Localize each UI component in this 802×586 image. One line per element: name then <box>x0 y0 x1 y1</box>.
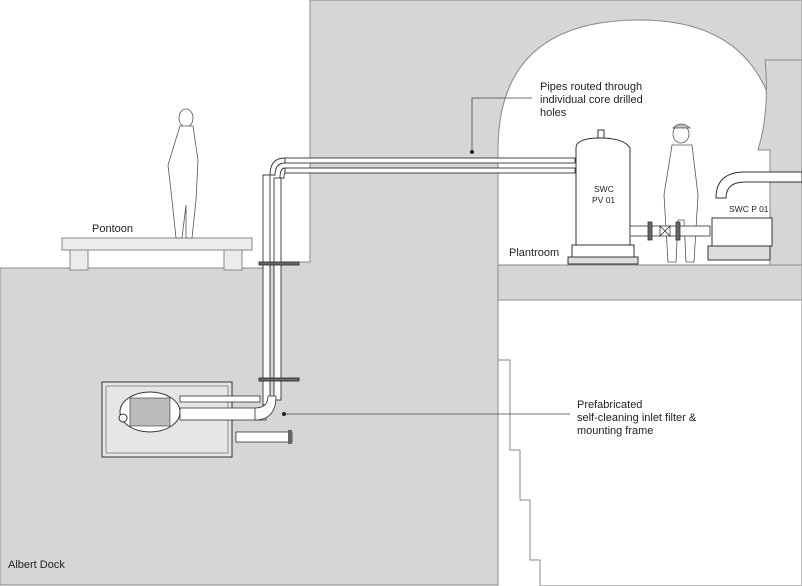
label-albert-dock: Albert Dock <box>8 559 65 571</box>
label-plantroom: Plantroom <box>509 247 559 259</box>
filter-note-line-1: Prefabricated <box>577 399 642 411</box>
vessel-tag-line-2: PV 01 <box>592 195 615 205</box>
pressure-vessel <box>567 129 639 265</box>
filter-leader-dot <box>282 412 286 416</box>
leader-lines <box>286 97 570 415</box>
person-figure <box>167 108 199 239</box>
vessel-tag-line-1: SWC <box>594 184 614 194</box>
top-pipes <box>269 157 576 179</box>
pump-unit <box>707 171 802 261</box>
pontoon <box>61 237 253 271</box>
pipes-note-line-1: Pipes routed through <box>540 81 642 93</box>
pump-tag: SWC P 01 <box>729 204 769 214</box>
plantroom-floor <box>497 264 802 301</box>
pipes-note-line-2: individual core drilled <box>540 94 643 106</box>
inlet-filter-frame <box>101 381 293 458</box>
vessel-pump-pipework <box>629 221 711 241</box>
pipe-leader-dot <box>470 150 474 154</box>
pipes-note-line-3: holes <box>540 107 567 119</box>
label-pontoon: Pontoon <box>92 223 133 235</box>
filter-note-line-3: mounting frame <box>577 425 653 437</box>
lower-opening <box>497 299 802 586</box>
filter-note-line-2: self-cleaning inlet filter & <box>577 412 697 424</box>
